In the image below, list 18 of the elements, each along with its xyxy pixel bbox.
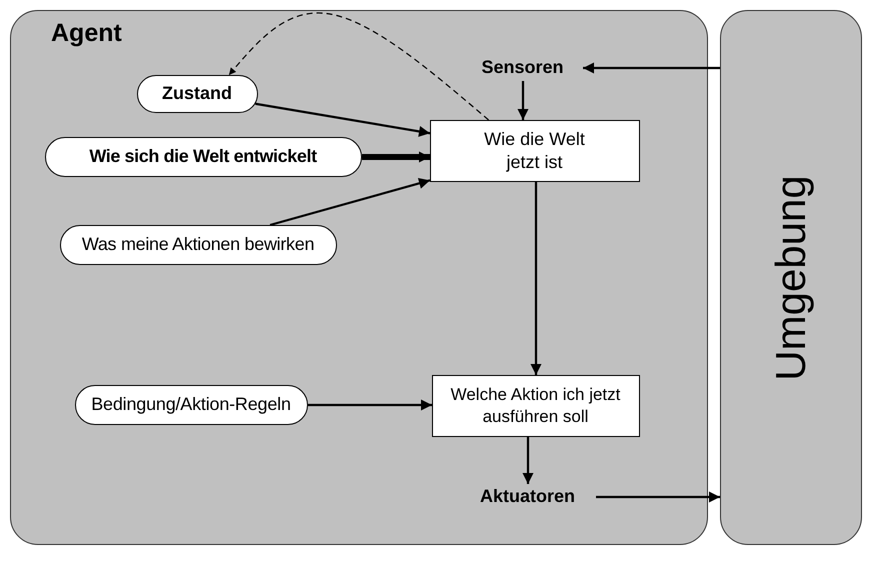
arrow <box>270 178 430 226</box>
node-label: Aktuatoren <box>460 484 596 510</box>
agent-panel <box>10 10 708 545</box>
environment-panel <box>720 10 862 545</box>
arrow <box>583 62 720 74</box>
arrow <box>596 492 720 502</box>
panel-title: Agent <box>51 19 122 48</box>
arrow <box>530 182 542 375</box>
arrow <box>518 81 528 120</box>
arrow <box>308 400 432 410</box>
process-box: Wie die Welt jetzt ist <box>430 120 640 182</box>
panel-title: Umgebung <box>767 174 815 380</box>
dashed-arrow <box>228 12 489 120</box>
arrow <box>522 437 534 484</box>
arrow <box>362 152 430 162</box>
arrow <box>255 102 430 137</box>
process-box: Welche Aktion ich jetzt ausführen soll <box>432 374 640 436</box>
node-label: Sensoren <box>462 54 582 80</box>
